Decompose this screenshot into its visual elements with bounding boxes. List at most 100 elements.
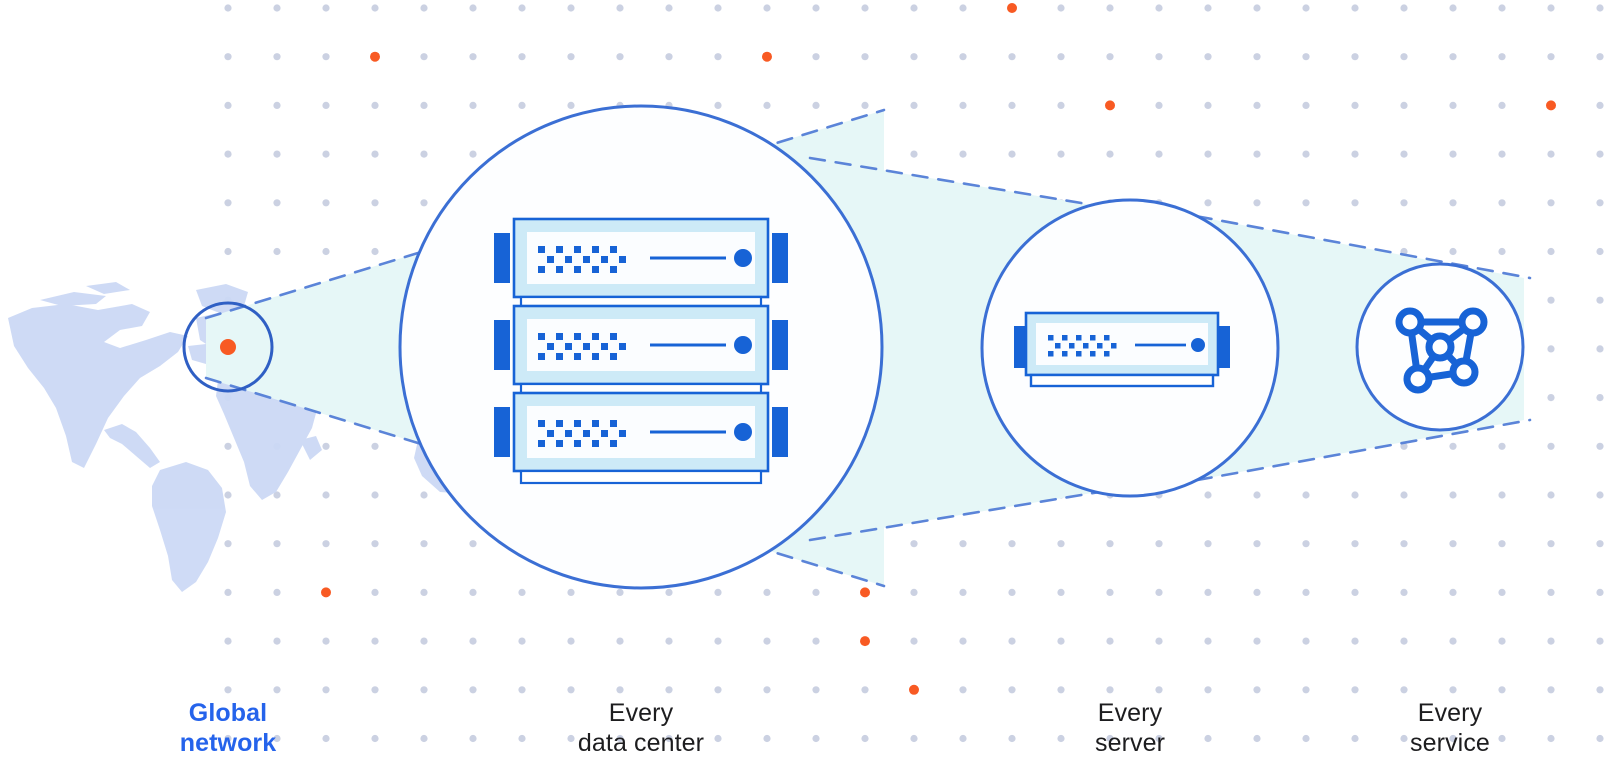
grid-dot [910, 540, 918, 548]
grid-dot [1106, 150, 1114, 158]
grid-dot [959, 734, 967, 743]
grid-dot [420, 199, 428, 207]
stage-label-every-service: Every service [1300, 668, 1600, 782]
grid-dot [273, 540, 281, 548]
grid-dot [1302, 637, 1310, 645]
grid-dot [1449, 247, 1457, 256]
grid-dot [1302, 588, 1310, 597]
grid-dot [1155, 637, 1163, 645]
stage-label-global-network: Global network [78, 668, 378, 782]
grid-dot [371, 540, 379, 548]
grid-dot [1498, 101, 1506, 109]
grid-dot-accent [762, 51, 772, 62]
grid-dot [273, 53, 281, 61]
grid-dot [1253, 150, 1261, 158]
grid-dot [1596, 686, 1604, 694]
grid-dot [1057, 101, 1065, 109]
grid-dot [1596, 296, 1604, 304]
grid-dot [1155, 101, 1163, 109]
grid-dot [1008, 53, 1016, 61]
grid-dot [224, 442, 232, 450]
grid-dot [665, 686, 673, 694]
grid-dot [861, 101, 869, 109]
grid-dot [1596, 540, 1604, 548]
grid-dot [812, 686, 820, 694]
grid-dot [1596, 394, 1604, 402]
grid-dot [371, 4, 379, 12]
grid-dot [616, 53, 624, 61]
grid-dot [518, 53, 526, 61]
stage-label-line2: data center [577, 729, 705, 757]
grid-dot [1596, 637, 1604, 645]
grid-dot [812, 588, 820, 597]
grid-dot [1253, 199, 1261, 207]
grid-dot [224, 199, 232, 207]
grid-dot [420, 588, 428, 597]
grid-dot [665, 588, 673, 597]
grid-dot [420, 734, 428, 743]
grid-dot [616, 734, 624, 743]
grid-dot [1400, 53, 1408, 61]
grid-dot-accent [1105, 100, 1115, 111]
grid-dot [812, 101, 820, 109]
stage-label-line1: Every [608, 699, 674, 727]
grid-dot [1057, 734, 1065, 743]
grid-dot [469, 734, 477, 743]
grid-dot [224, 734, 232, 743]
grid-dot [1351, 4, 1359, 12]
grid-dot [1253, 4, 1261, 12]
grid-dot [763, 4, 771, 12]
grid-dot [959, 150, 967, 158]
grid-dot [224, 588, 232, 597]
grid-dot [1498, 734, 1506, 743]
grid-dot [959, 101, 967, 109]
grid-dot [959, 540, 967, 548]
grid-dot [665, 4, 673, 12]
grid-dot [1498, 4, 1506, 12]
grid-dot [910, 734, 918, 743]
grid-dot [665, 53, 673, 61]
grid-dot [420, 540, 428, 548]
stage-label-line2: service [1410, 729, 1490, 757]
grid-dot [273, 101, 281, 109]
grid-dot [567, 637, 575, 645]
grid-dot [567, 101, 575, 109]
grid-dot [1106, 686, 1114, 694]
grid-dot [322, 101, 330, 109]
grid-dot [469, 101, 477, 109]
grid-dot [812, 637, 820, 645]
grid-dot [1204, 150, 1212, 158]
grid-dot [1596, 101, 1604, 109]
grid-dot [420, 150, 428, 158]
grid-dot [371, 101, 379, 109]
grid-dot-accent [370, 51, 380, 62]
grid-dot [1057, 686, 1065, 694]
grid-dot [420, 53, 428, 61]
grid-dot [1596, 588, 1604, 597]
grid-dot [910, 637, 918, 645]
grid-dot [224, 53, 232, 61]
grid-dot [1302, 734, 1310, 743]
grid-dot [1057, 53, 1065, 61]
grid-dot [273, 491, 281, 499]
grid-dot [714, 53, 722, 61]
grid-dot [763, 588, 771, 597]
grid-dot [322, 53, 330, 61]
grid-dot [1400, 491, 1408, 499]
grid-dot [1302, 540, 1310, 548]
grid-dot [1253, 491, 1261, 499]
grid-dot [714, 686, 722, 694]
grid-dot [1547, 588, 1555, 597]
grid-dot [469, 150, 477, 158]
grid-dot [1351, 734, 1359, 743]
grid-dot [1008, 734, 1016, 743]
grid-dot [1498, 686, 1506, 694]
grid-dot [665, 637, 673, 645]
grid-dot [322, 247, 330, 256]
grid-dot [763, 734, 771, 743]
grid-dot [959, 637, 967, 645]
grid-dot [1596, 734, 1604, 743]
single-server-icon [1014, 311, 1230, 388]
grid-dot [224, 101, 232, 109]
